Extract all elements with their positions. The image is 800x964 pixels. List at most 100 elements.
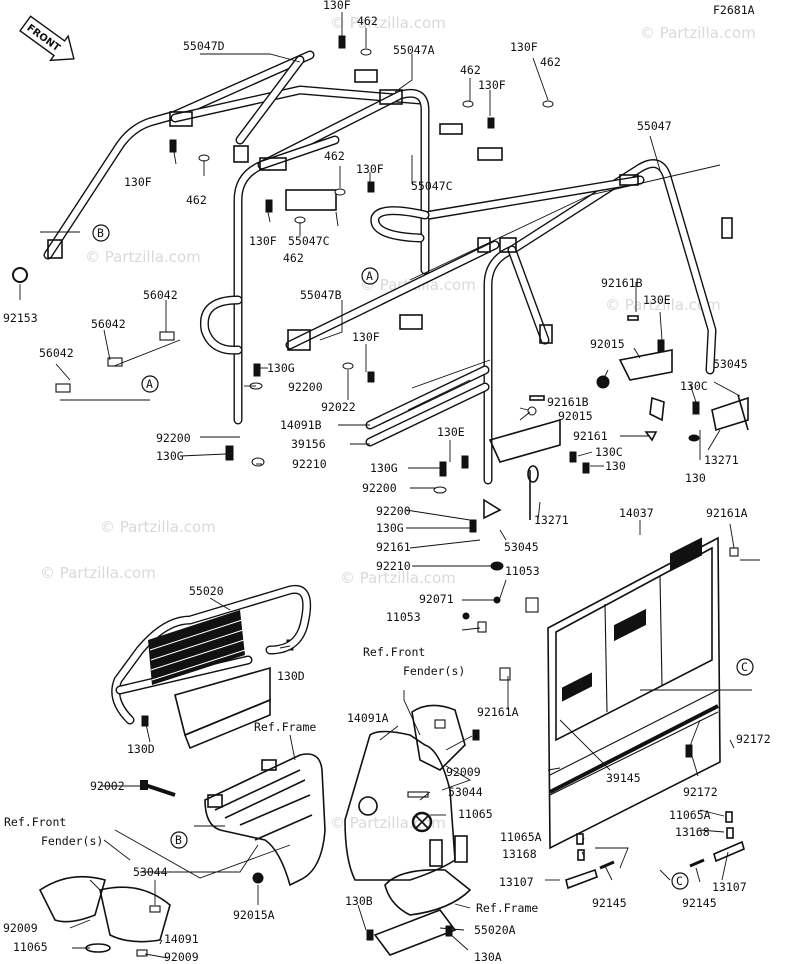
part-label: 55047C (288, 234, 330, 248)
part-label: 130D (127, 742, 155, 756)
part-label: 11065A (669, 808, 711, 822)
part-label: 11053 (386, 610, 421, 624)
latch-assembly-53045-13271 (483, 315, 749, 520)
watermarks: © Partzilla.com © Partzilla.com © Partzi… (40, 14, 756, 832)
part-label: 130D (277, 669, 305, 683)
part-label: Ref.Frame (254, 720, 316, 734)
part-label: 11065 (458, 807, 493, 821)
part-label: 92145 (682, 896, 717, 910)
svg-text:C: C (676, 874, 683, 888)
watermark: © Partzilla.com (605, 296, 721, 314)
part-label: 14091 (164, 932, 199, 946)
part-label: 55047C (411, 179, 453, 193)
callout-c-right: C (736, 658, 754, 676)
part-label: 13271 (534, 513, 569, 527)
part-label: 55047 (637, 119, 672, 133)
part-label: 92153 (3, 311, 38, 325)
part-label: 92015 (590, 337, 625, 351)
part-label: 92161A (706, 506, 748, 520)
roll-cage-crossbar-55047B (285, 175, 645, 350)
part-label: Fender(s) (41, 834, 103, 848)
part-label: 55020A (474, 923, 516, 937)
part-label: 462 (357, 14, 378, 28)
part-label: 53044 (133, 865, 168, 879)
hardware-bolts (12, 35, 700, 941)
part-label: 92022 (321, 400, 356, 414)
part-label: 92015A (233, 908, 275, 922)
part-label: 130B (345, 894, 373, 908)
cage-brackets (47, 69, 733, 351)
part-label: 56042 (143, 288, 178, 302)
part-label: 92161A (477, 705, 519, 719)
watermark: © Partzilla.com (340, 569, 456, 587)
part-label: 130F (510, 40, 538, 54)
part-label: 53045 (504, 540, 539, 554)
part-label: 462 (186, 193, 207, 207)
part-label: 92200 (376, 504, 411, 518)
svg-text:A: A (146, 377, 153, 391)
part-label: 92161B (601, 276, 643, 290)
part-label: 92200 (156, 431, 191, 445)
part-label: 92161B (547, 395, 589, 409)
roll-cage-front-55047D (43, 50, 425, 260)
part-label: 130E (643, 293, 671, 307)
part-label: 13168 (502, 847, 537, 861)
part-label: Fender(s) (403, 664, 465, 678)
part-label: 130F (356, 162, 384, 176)
crossbar-tubes-14091B-39156 (365, 365, 490, 447)
callout-b-bottom: B (170, 831, 188, 849)
part-label: 39145 (606, 771, 641, 785)
part-label: 11065A (500, 830, 542, 844)
part-label: 92009 (446, 765, 481, 779)
part-label: Ref.Frame (476, 901, 538, 915)
part-label: 130C (595, 445, 623, 459)
leader-lines (19, 12, 760, 959)
roll-cage-main-55047A (233, 88, 430, 425)
part-label: 14091B (280, 418, 322, 432)
part-label: 92210 (292, 457, 327, 471)
part-label: 53045 (713, 357, 748, 371)
part-label: 14037 (619, 506, 654, 520)
part-label: 130 (685, 471, 706, 485)
side-panel-14091A (344, 704, 466, 881)
side-grab-handles (199, 206, 430, 355)
part-label: 13168 (675, 825, 710, 839)
part-label: 14091A (347, 711, 389, 725)
callout-a-top: A (361, 267, 379, 285)
rear-gate-14037 (477, 536, 739, 850)
part-label: 55047B (300, 288, 342, 302)
part-label: 92145 (592, 896, 627, 910)
part-label: 130F (323, 0, 351, 12)
part-label: Ref.Front (4, 815, 66, 829)
part-label: 92210 (376, 559, 411, 573)
part-label: 462 (324, 149, 345, 163)
watermark: © Partzilla.com (85, 248, 201, 266)
part-label: 92161 (376, 540, 411, 554)
part-label: 92172 (683, 785, 718, 799)
part-label: 55047A (393, 43, 435, 57)
part-label: 130G (370, 461, 398, 475)
watermark: © Partzilla.com (640, 24, 756, 42)
part-label: 462 (540, 55, 561, 69)
frame-ref (204, 753, 326, 887)
part-label: 130F (352, 330, 380, 344)
part-label: 462 (460, 63, 481, 77)
part-label: 56042 (39, 346, 74, 360)
part-label: 56042 (91, 317, 126, 331)
watermark: © Partzilla.com (100, 518, 216, 536)
front-bumper-55020 (111, 584, 312, 750)
part-label: 130C (680, 379, 708, 393)
part-label: 13107 (712, 880, 747, 894)
part-label: 130F (478, 78, 506, 92)
svg-text:B: B (97, 226, 104, 240)
part-label: 11053 (505, 564, 540, 578)
latch-pins (565, 811, 745, 890)
part-label: 92002 (90, 779, 125, 793)
callout-a-left: A (141, 375, 159, 393)
svg-text:B: B (175, 833, 182, 847)
part-labels: 130F 462 55047D 55047A 130F 462 462 130F… (3, 0, 771, 964)
seat-bracket-55020A (373, 835, 472, 956)
part-label: 53044 (448, 785, 483, 799)
part-label: 92161 (573, 429, 608, 443)
